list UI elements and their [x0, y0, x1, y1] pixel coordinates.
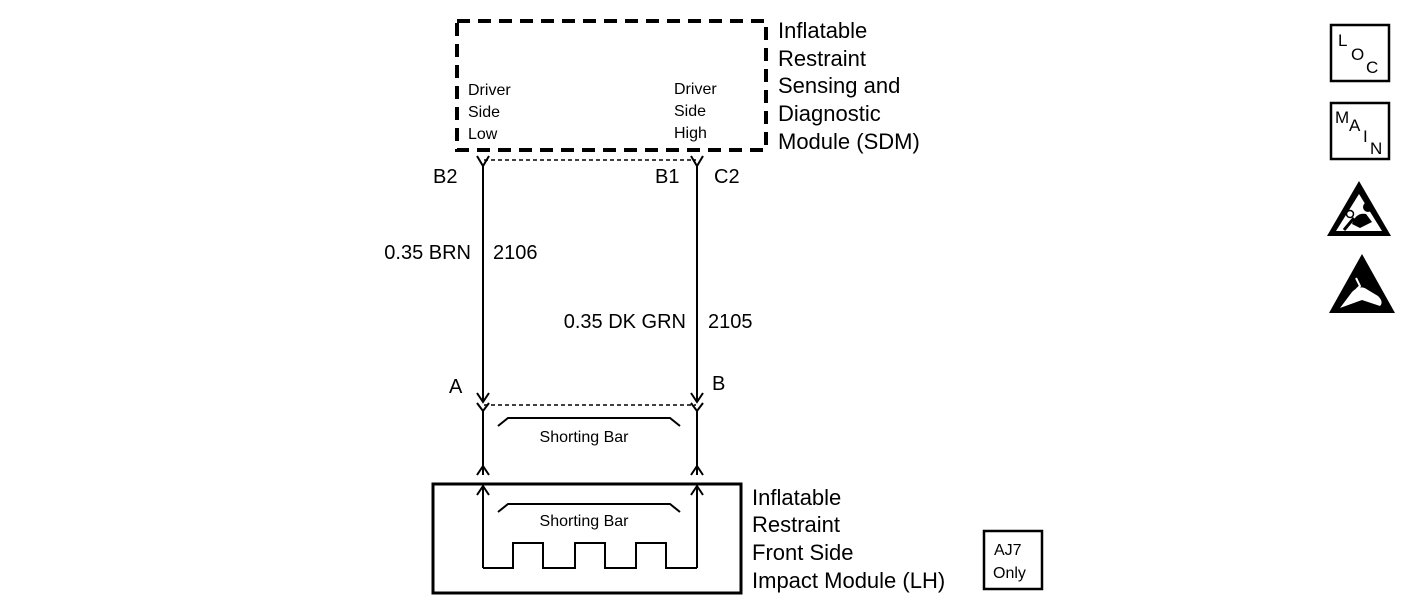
main-icon-letter-i: I — [1363, 127, 1368, 146]
shorting-bar-lower — [497, 503, 681, 513]
module-title-line3: Front Side — [752, 540, 854, 565]
wire-right-color-label: 0.35 DK GRN — [564, 311, 686, 333]
sdm-title-line3: Sensing and — [778, 73, 900, 98]
terminal-b-arrow — [690, 392, 704, 404]
sdm-left-label-line3: Low — [468, 126, 498, 143]
module-title-line2: Restraint — [752, 512, 840, 537]
wire-left-circuit-label: 2106 — [493, 242, 538, 264]
module-title-line4: Impact Module (LH) — [752, 568, 945, 593]
sdm-right-label-line2: Side — [674, 103, 706, 120]
sdm-terminal-b2 — [476, 155, 490, 168]
sdm-terminal-b1 — [690, 155, 704, 168]
sdm-box — [455, 19, 768, 152]
main-icon-letter-a: A — [1349, 116, 1361, 135]
shorting-bar-lower-label: Shorting Bar — [540, 513, 630, 530]
sdm-left-label-line1: Driver — [468, 82, 511, 99]
pin-label-b2: B2 — [433, 166, 457, 188]
pin-label-b1: B1 — [655, 166, 679, 188]
shorting-bar-upper — [497, 417, 681, 427]
terminal-b-female — [690, 402, 704, 413]
sdm-right-label-line3: High — [674, 125, 707, 142]
module-terminal-left — [476, 484, 490, 496]
sdm-left-label-line2: Side — [468, 104, 500, 121]
loc-icon-letter-o: O — [1351, 45, 1364, 64]
sdm-module: Driver Side Low Driver Side High Inflata… — [455, 18, 920, 154]
option-badge-line2: Only — [993, 565, 1026, 582]
impact-module-box — [431, 482, 743, 595]
terminal-a-male — [476, 464, 490, 476]
impact-module: Shorting Bar Inflatable Restraint Front … — [431, 482, 1044, 595]
wire-right-circuit-label: 2105 — [708, 311, 753, 333]
inline-connector: A B Shorting Bar — [449, 373, 725, 476]
main-icon-letter-m: M — [1335, 108, 1349, 127]
loc-icon-letter-l: L — [1338, 31, 1347, 50]
sdm-title-line4: Diagnostic — [778, 101, 881, 126]
shorting-bar-upper-label: Shorting Bar — [540, 429, 630, 446]
loc-icon-letter-c: C — [1366, 58, 1378, 77]
module-title-line1: Inflatable — [752, 485, 841, 510]
pin-label-a: A — [449, 376, 463, 398]
sdm-connector: B2 B1 C2 — [433, 155, 740, 188]
module-terminal-right — [690, 484, 704, 496]
loc-icon[interactable]: L O C — [1329, 23, 1391, 83]
main-icon-letter-n: N — [1370, 139, 1382, 158]
option-badge-line1: AJ7 — [994, 542, 1022, 559]
deployment-loop-element — [483, 542, 697, 569]
wires: 0.35 BRN 2106 0.35 DK GRN 2105 — [384, 166, 753, 401]
sdm-title-line2: Restraint — [778, 46, 866, 71]
pin-label-b: B — [712, 373, 725, 395]
sdm-title-line1: Inflatable — [778, 18, 867, 43]
terminal-a-arrow — [476, 392, 490, 404]
main-icon[interactable]: M A I N — [1329, 101, 1391, 161]
airbag-warning-icon[interactable] — [1327, 181, 1391, 236]
option-badge-box — [982, 529, 1044, 591]
pin-label-c2: C2 — [714, 166, 740, 188]
terminal-b-male — [690, 464, 704, 476]
sdm-right-label-line1: Driver — [674, 81, 717, 98]
wire-left-color-label: 0.35 BRN — [384, 242, 471, 264]
sdm-title-line5: Module (SDM) — [778, 129, 920, 154]
esd-warning-icon[interactable] — [1329, 254, 1395, 313]
terminal-a-female — [476, 402, 490, 413]
